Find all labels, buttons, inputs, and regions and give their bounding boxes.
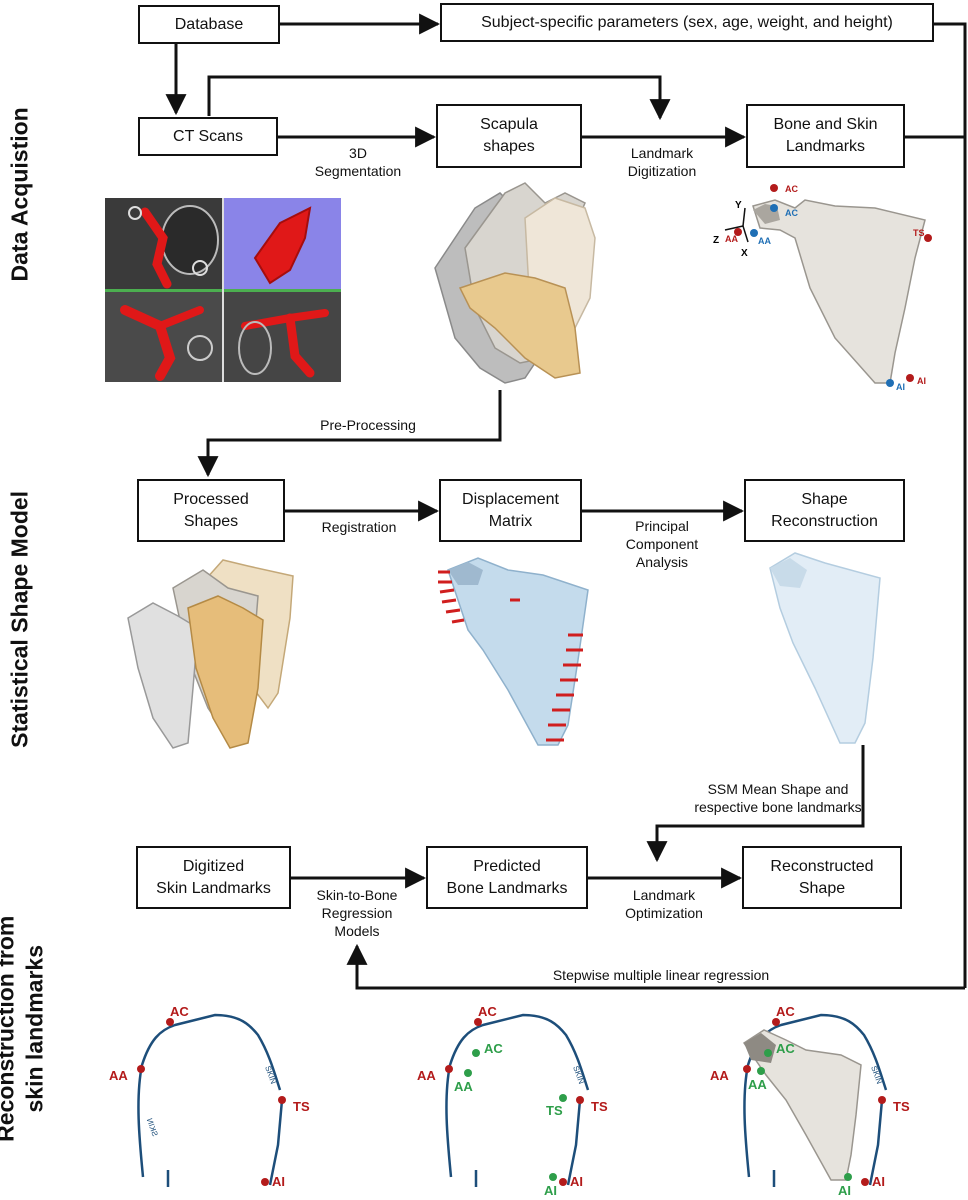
p1-ts: TS [293,1099,310,1114]
p2-ai: AI [570,1174,583,1189]
node-bone-skin-landmarks: Bone and Skin Landmarks [746,104,905,168]
label-pca: Principal Component Analysis [625,518,699,571]
shape-reconstruction-render [769,552,881,744]
label-pre-processing: Pre-Processing [320,417,416,433]
skin-ts-label: TS [913,228,925,238]
p2-bone-ts: TS [546,1103,563,1118]
label-landmark-digitization: Landmark Digitization [627,145,697,180]
p2-bone-aa: AA [454,1079,473,1094]
p3-bone-ai: AI [838,1183,851,1195]
label-3d-segmentation: 3D Segmentation [314,145,402,180]
skin-aa-label: AA [725,234,738,244]
processed-shapes-render [127,559,294,749]
landmark-scapula-figure: AC AC AA AA TS AI AI Y Z X [713,184,932,392]
node-processed-shapes: Processed Shapes [137,479,285,542]
skin-ai-label: AI [917,376,926,386]
edge-preprocessing [197,390,502,478]
skin-landmarks-panel: SKIN SKIN AC AA TS AI [109,1005,310,1189]
edge-ssm-mean [646,745,865,863]
skin-label-top-2: SKIN [571,1065,586,1086]
p3-ac: AC [776,1005,795,1019]
p2-bone-ac: AC [484,1041,503,1056]
label-landmark-optimization: Landmark Optimization [625,887,703,922]
reconstructed-panel: SKIN AC AA TS AI AC AA AI [710,1005,910,1195]
predicted-landmarks-panel: SKIN AC AA TS AI AC AA TS AI [417,1005,608,1195]
node-displacement-matrix: Displacement Matrix [439,479,582,542]
label-ssm-mean: SSM Mean Shape and respective bone landm… [694,781,862,816]
node-digitized-skin-landmarks: Digitized Skin Landmarks [136,846,291,909]
displacement-matrix-render [438,557,589,746]
ct-scan-image [105,198,341,382]
p3-bone-ac: AC [776,1041,795,1056]
edge-stepwise [346,943,965,990]
edge-ct-loop [207,75,671,121]
node-predicted-bone-landmarks: Predicted Bone Landmarks [426,846,588,909]
node-reconstructed-shape: Reconstructed Shape [742,846,902,909]
node-database: Database [138,5,280,44]
skin-label-side: SKIN [145,1117,160,1138]
node-ct-scans: CT Scans [138,117,278,156]
label-regression-models: Skin-to-Bone Regression Models [316,887,398,940]
edge-params-right [934,22,967,988]
bone-aa-label: AA [758,236,771,246]
node-shape-reconstruction: Shape Reconstruction [744,479,905,542]
bone-ac-label: AC [785,208,798,218]
axis-z-label: Z [713,235,719,246]
p2-bone-ai: AI [544,1183,557,1195]
p2-ts: TS [591,1099,608,1114]
bone-ai-label: AI [896,382,905,392]
axis-x-label: X [741,248,748,259]
skin-ac-label: AC [785,184,798,194]
skin-label-top: SKIN [263,1065,278,1086]
p3-aa: AA [710,1068,729,1083]
axis-y-label: Y [735,200,742,211]
p2-ac: AC [478,1005,497,1019]
scapula-shapes-render [434,182,596,384]
label-registration: Registration [321,519,397,535]
node-scapula-shapes: Scapula shapes [436,104,582,168]
p3-ai: AI [872,1174,885,1189]
p1-aa: AA [109,1068,128,1083]
p2-aa: AA [417,1068,436,1083]
p3-bone-aa: AA [748,1077,767,1092]
skin-label-top-3: SKIN [869,1065,884,1086]
p1-ac: AC [170,1005,189,1019]
label-stepwise-regression: Stepwise multiple linear regression [552,967,770,983]
node-subject-params: Subject-specific parameters (sex, age, w… [440,3,934,42]
p1-ai: AI [272,1174,285,1189]
p3-ts: TS [893,1099,910,1114]
